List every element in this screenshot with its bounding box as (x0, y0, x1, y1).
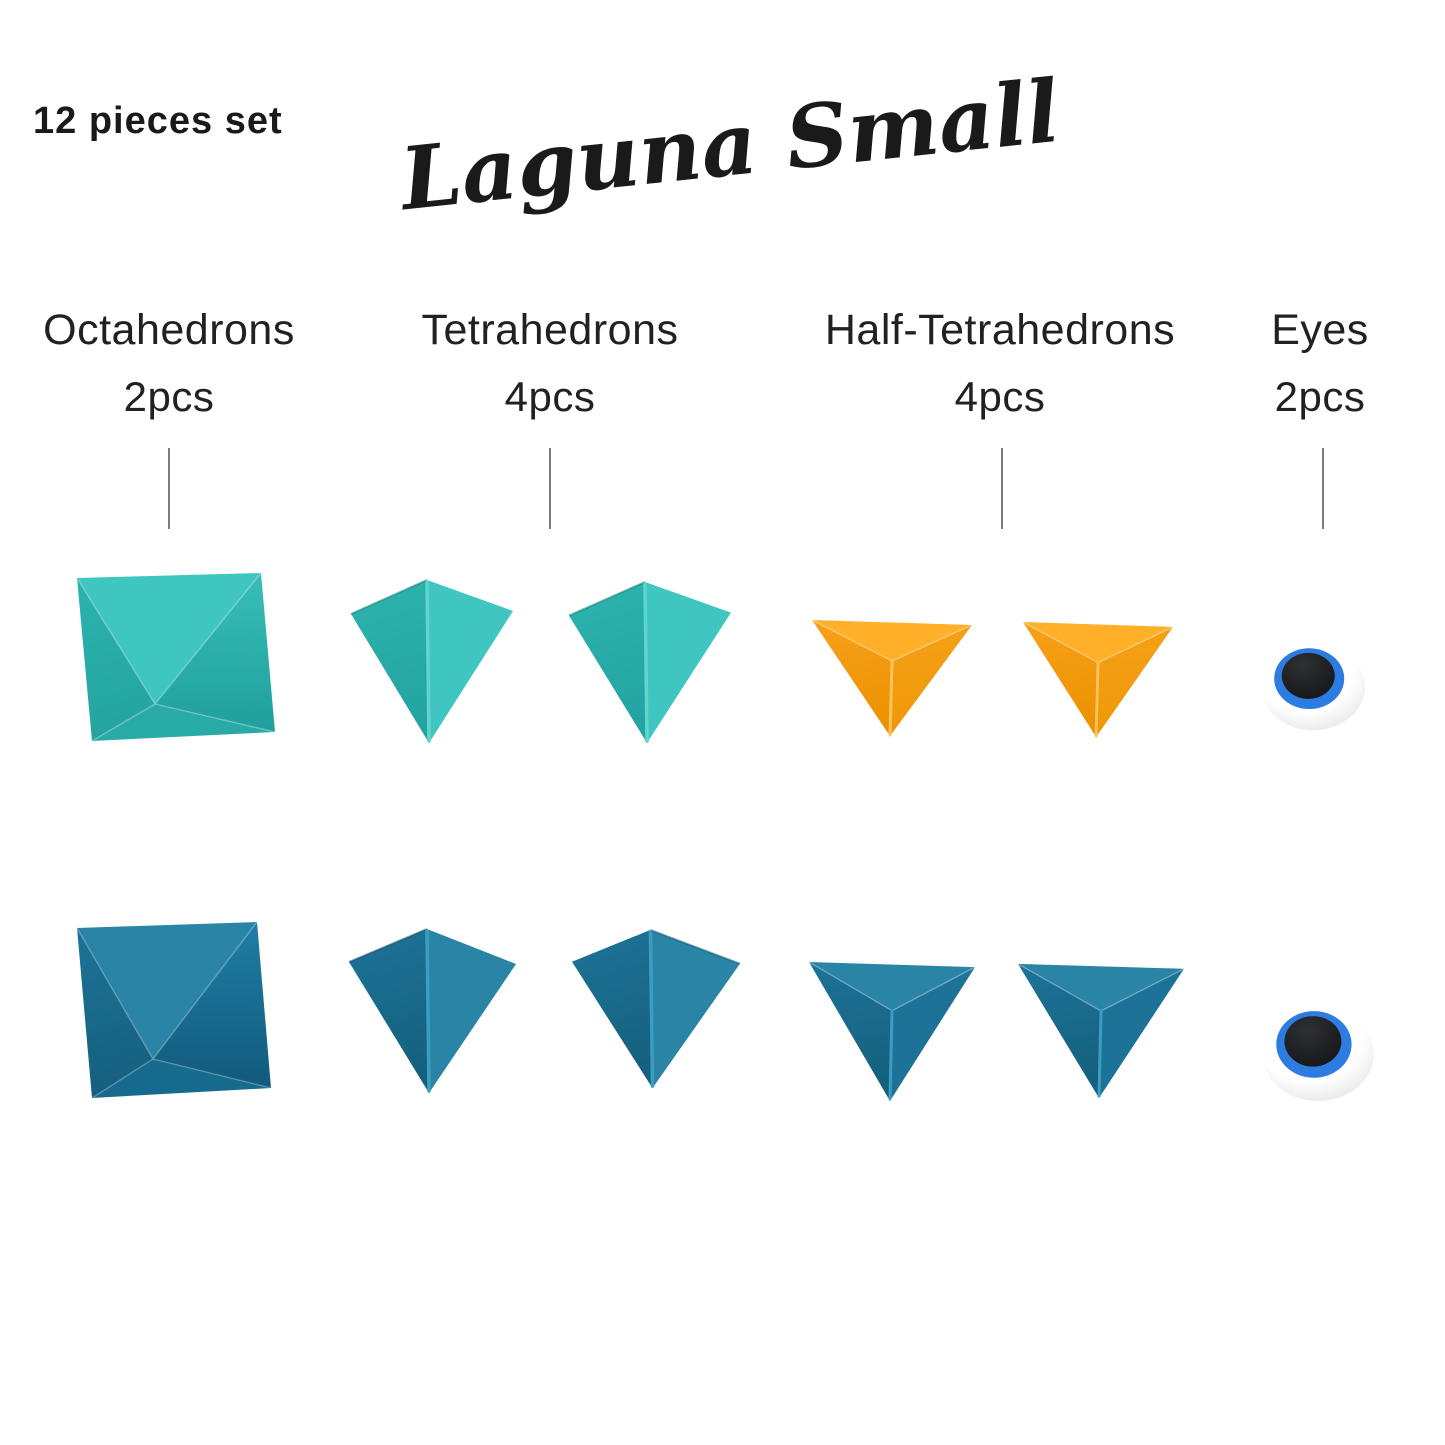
leader-line-eyes (1322, 448, 1324, 529)
column-name: Eyes (1271, 306, 1369, 354)
product-title: Laguna Small (395, 60, 1065, 230)
column-header-octahedrons: Octahedrons 2pcs (0, 306, 369, 421)
pieces-count-label: 12 pieces set (33, 100, 283, 142)
column-count: 4pcs (954, 373, 1046, 420)
tetrahedron-petrol-1 (347, 927, 518, 1095)
eye-piece-1 (1260, 640, 1366, 732)
column-count: 2pcs (1274, 373, 1366, 420)
leader-line-tetrahedrons (549, 448, 551, 529)
octahedron-turquoise (75, 571, 275, 741)
column-name: Half-Tetrahedrons (824, 306, 1176, 354)
column-header-eyes: Eyes 2pcs (1120, 306, 1445, 421)
octahedron-petrol (75, 920, 271, 1098)
half-tetrahedron-petrol-2 (1017, 960, 1185, 1100)
column-name: Tetrahedrons (421, 306, 679, 354)
tetrahedron-turquoise-1 (349, 578, 515, 745)
tetrahedron-petrol-2 (570, 928, 742, 1090)
eye-piece-2 (1261, 1002, 1375, 1103)
column-header-tetrahedrons: Tetrahedrons 4pcs (350, 306, 750, 421)
column-count: 4pcs (504, 373, 596, 420)
column-count: 2pcs (123, 373, 215, 420)
column-name: Octahedrons (43, 306, 295, 354)
half-tetrahedron-petrol-1 (808, 958, 976, 1103)
leader-line-octahedrons (168, 448, 170, 529)
leader-line-half-tetrahedrons (1001, 448, 1003, 529)
tetrahedron-turquoise-2 (567, 580, 733, 745)
half-tetrahedron-amber-2 (1022, 618, 1174, 739)
column-header-half-tetrahedrons: Half-Tetrahedrons 4pcs (800, 306, 1200, 421)
half-tetrahedron-amber-1 (811, 616, 973, 738)
